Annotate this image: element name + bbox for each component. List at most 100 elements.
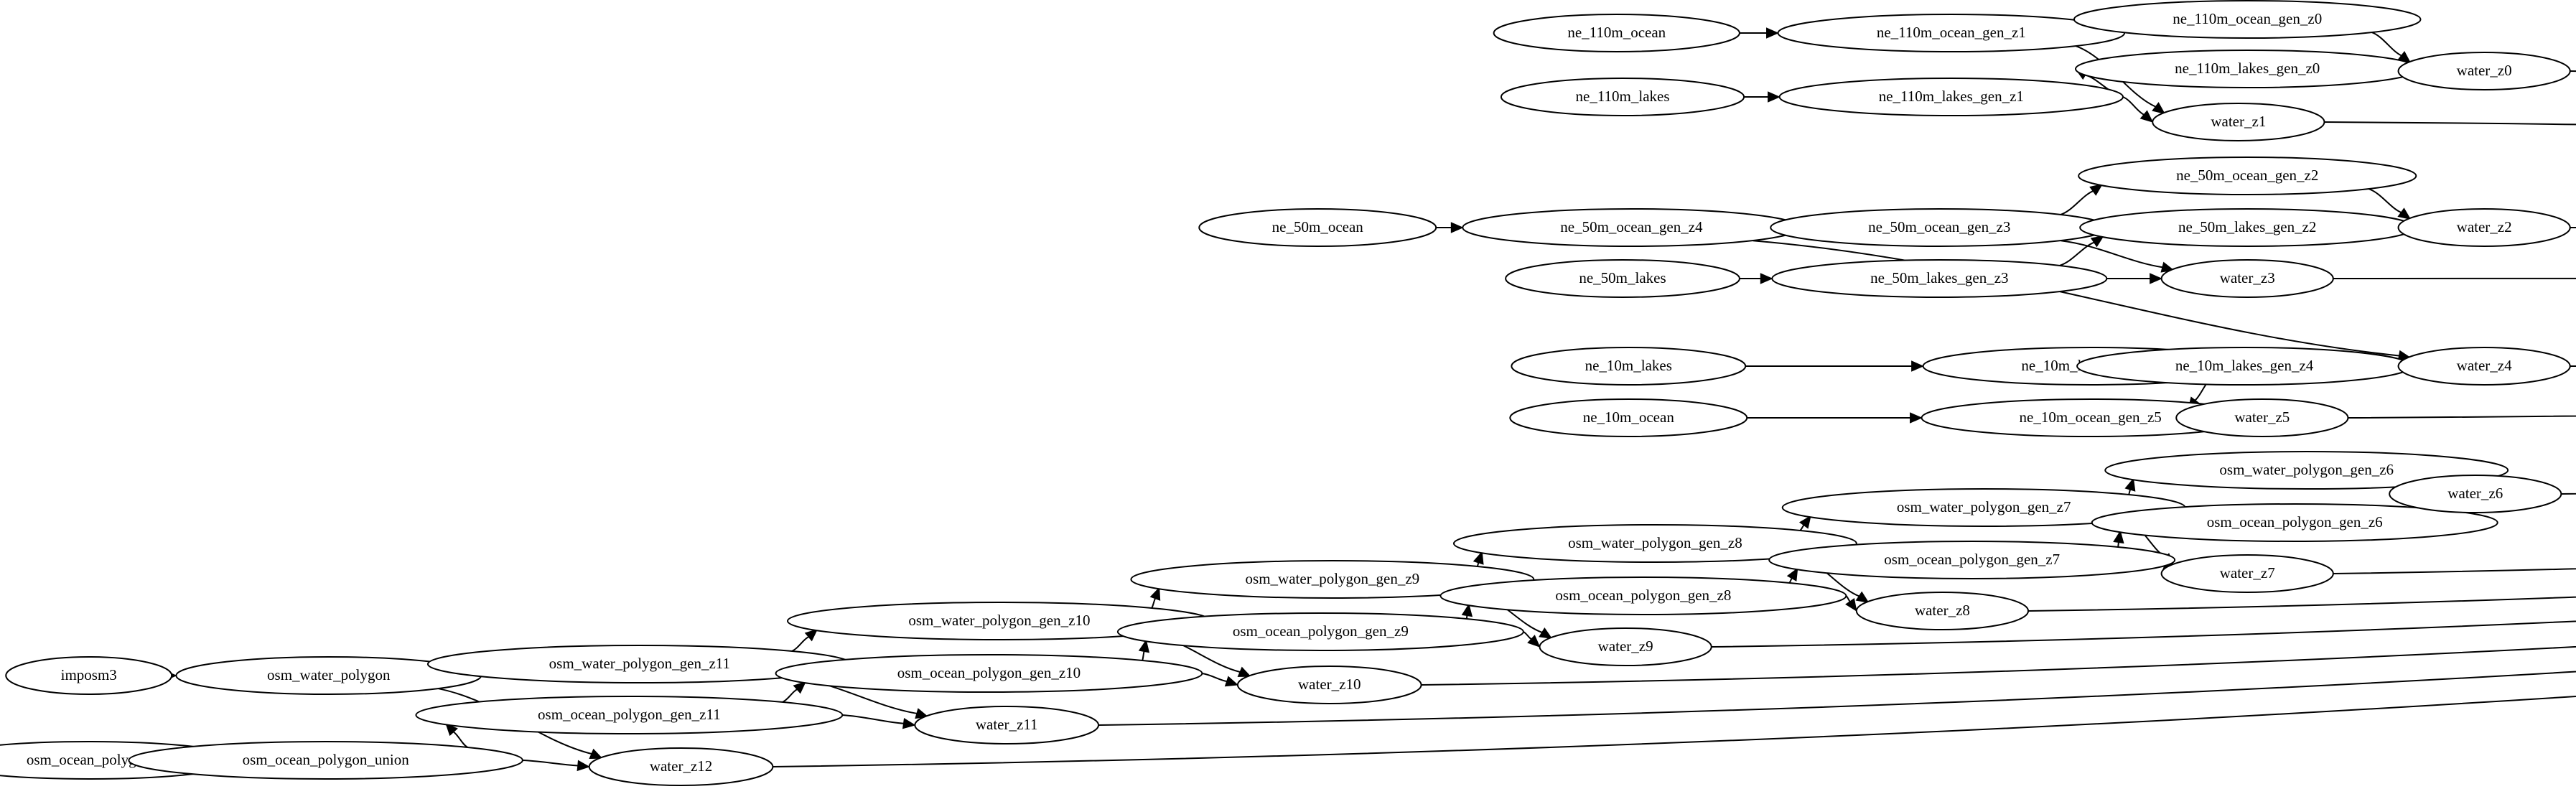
edge-arrowhead-icon [2150,273,2162,284]
graph-edge [1421,645,2576,686]
graph-node-osm_ocean_polygon_gen_z6[interactable]: osm_ocean_polygon_gen_z6 [2091,503,2498,542]
graph-node-osm_ocean_polygon_gen_z9[interactable]: osm_ocean_polygon_gen_z9 [1116,612,1524,651]
graph-edge [1473,551,1484,567]
graph-node-water_z4[interactable]: water_z4 [2397,347,2571,386]
node-label: ne_10m_ocean_gen_z5 [2020,408,2162,426]
node-label: water_z3 [2220,269,2275,286]
edge-arrowhead-icon [1539,627,1553,639]
graph-edge [2106,273,2162,284]
graph-node-water_z6[interactable]: water_z6 [2389,475,2562,513]
edge-line [2059,241,2094,266]
graph-node-osm_ocean_polygon_gen_z10[interactable]: osm_ocean_polygon_gen_z10 [775,654,1203,693]
edge-arrowhead-icon [2152,102,2165,115]
node-label: ne_50m_lakes [1579,269,1666,286]
graph-edge [1745,360,1924,372]
edge-line [1142,651,1145,661]
node-label: ne_50m_ocean_gen_z2 [2176,167,2318,184]
graph-node-osm_ocean_polygon_union[interactable]: osm_ocean_polygon_union [128,741,523,780]
graph-node-osm_ocean_polygon_gen_z8[interactable]: osm_ocean_polygon_gen_z8 [1439,576,1847,615]
graph-node-ne_10m_ocean_gen_z5[interactable]: ne_10m_ocean_gen_z5 [1921,398,2260,437]
graph-node-osm_ocean_polygon_gen_z7[interactable]: osm_ocean_polygon_gen_z7 [1768,541,2176,579]
graph-node-osm_ocean_polygon_gen_z11[interactable]: osm_ocean_polygon_gen_z11 [415,696,844,734]
node-ellipse [1855,592,2030,630]
graph-node-osm_water_polygon_gen_z6[interactable]: osm_water_polygon_gen_z6 [2104,451,2509,490]
node-ellipse [5,656,173,695]
node-ellipse [2175,398,2349,437]
graph-node-osm_water_polygon_gen_z11[interactable]: osm_water_polygon_gen_z11 [426,645,852,683]
edge-arrowhead-icon [1798,515,1811,529]
graph-node-ne_50m_lakes_gen_z2[interactable]: ne_50m_lakes_gen_z2 [2079,208,2416,247]
node-label: water_z11 [976,716,1038,733]
graph-node-water_z1[interactable]: water_z1 [2152,103,2325,141]
graph-edge [1786,567,1798,584]
edge-arrowhead-icon [1766,27,1779,39]
graph-node-ne_50m_lakes_gen_z3[interactable]: ne_50m_lakes_gen_z3 [1771,259,2108,298]
node-label: osm_water_polygon_gen_z11 [549,655,730,672]
graph-edge [1711,620,2576,648]
graph-node-water_z7[interactable]: water_z7 [2160,554,2334,593]
graph-node-water_z3[interactable]: water_z3 [2160,259,2334,298]
graph-edge [1202,673,1239,687]
node-label: water_z0 [2457,62,2512,79]
graph-node-osm_water_polygon[interactable]: osm_water_polygon [175,656,482,695]
graph-node-water_z0[interactable]: water_z0 [2397,52,2571,90]
graph-node-ne_50m_lakes[interactable]: ne_50m_lakes [1505,259,1740,298]
graph-node-ne_50m_ocean_gen_z4[interactable]: ne_50m_ocean_gen_z4 [1462,208,1801,247]
node-label: ne_110m_ocean [1567,24,1666,41]
node-label: water_z12 [650,757,712,775]
edge-arrowhead-icon [1786,567,1798,582]
graph-node-water_z8[interactable]: water_z8 [1855,592,2030,630]
edge-line [1788,577,1793,584]
edge-arrowhead-icon [1224,676,1239,687]
node-ellipse [2073,0,2422,39]
node-label: osm_water_polygon_gen_z6 [2219,461,2394,478]
graph-edge [1138,639,1150,661]
node-ellipse [2078,157,2417,195]
graph-node-ne_110m_lakes_gen_z1[interactable]: ne_110m_lakes_gen_z1 [1778,78,2124,116]
graph-node-water_z5[interactable]: water_z5 [2175,398,2349,437]
graph-edge [1845,595,1857,612]
graph-edge [2122,96,2154,123]
graph-node-ne_110m_ocean_gen_z1[interactable]: ne_110m_ocean_gen_z1 [1777,14,2126,52]
edge-line [2061,190,2094,215]
graph-edge [2333,277,2576,279]
graph-edge [1739,273,1773,284]
node-label: ne_110m_lakes [1576,88,1670,105]
graph-node-ne_10m_ocean[interactable]: ne_10m_ocean [1509,398,1748,437]
edge-line [2117,542,2119,548]
graph-node-ne_110m_ocean_gen_z0[interactable]: ne_110m_ocean_gen_z0 [2073,0,2422,39]
edge-line [1711,620,2576,648]
edge-arrowhead-icon [1527,635,1541,648]
graph-node-ne_50m_ocean[interactable]: ne_50m_ocean [1198,208,1437,247]
graph-node-water_z11[interactable]: water_z11 [914,706,1100,744]
graph-node-ne_10m_lakes[interactable]: ne_10m_lakes [1511,347,1747,386]
graph-edge [1747,412,1923,424]
node-ellipse [2389,475,2562,513]
node-label: water_z2 [2457,218,2512,235]
graph-node-osm_water_polygon_gen_z9[interactable]: osm_water_polygon_gen_z9 [1130,560,1535,599]
graph-node-ne_110m_ocean[interactable]: ne_110m_ocean [1493,14,1740,52]
graph-node-water_z9[interactable]: water_z9 [1539,627,1712,666]
graph-node-ne_110m_lakes[interactable]: ne_110m_lakes [1500,78,1745,116]
node-label: osm_ocean_polygon_gen_z7 [1884,551,2060,568]
node-label: water_z6 [2447,485,2503,502]
node-label: osm_ocean_polygon_gen_z6 [2207,513,2383,531]
graph-node-imposm3[interactable]: imposm3 [5,656,173,695]
edge-line [1845,595,1851,602]
node-label: ne_10m_ocean [1583,408,1675,426]
graph-edge [2570,227,2576,229]
graph-node-water_z10[interactable]: water_z10 [1236,666,1422,704]
node-ellipse [2397,208,2571,247]
graph-node-ne_50m_ocean_gen_z2[interactable]: ne_50m_ocean_gen_z2 [2078,157,2417,195]
edge-arrowhead-icon [2139,110,2154,123]
graph-node-water_z2[interactable]: water_z2 [2397,208,2571,247]
edge-arrowhead-icon [804,628,818,642]
graph-node-ne_10m_lakes_gen_z4[interactable]: ne_10m_lakes_gen_z4 [2076,347,2413,386]
edge-line [1799,524,1805,531]
node-ellipse [1511,347,1747,386]
graph-node-osm_water_polygon_gen_z8[interactable]: osm_water_polygon_gen_z8 [1452,524,1857,563]
edge-arrowhead-icon [1138,639,1150,653]
graph-node-water_z12[interactable]: water_z12 [588,747,774,786]
graph-node-ne_50m_ocean_gen_z3[interactable]: ne_50m_ocean_gen_z3 [1770,208,2109,247]
graph-node-ne_110m_lakes_gen_z0[interactable]: ne_110m_lakes_gen_z0 [2075,50,2420,88]
